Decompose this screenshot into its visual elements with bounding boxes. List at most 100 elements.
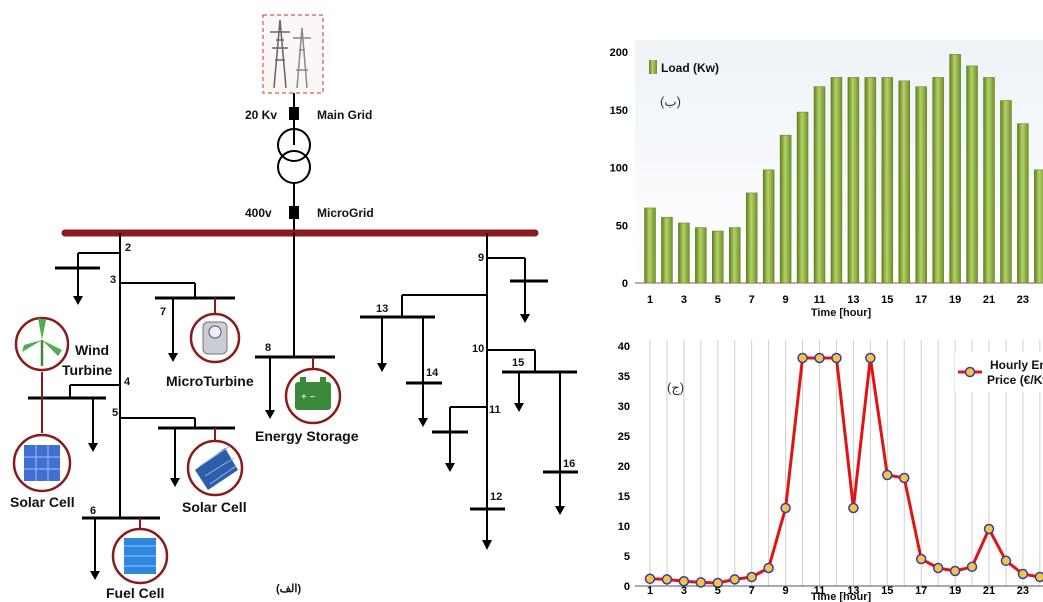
load-y-tick-label: 200: [610, 47, 628, 59]
wind-turbine-label-1: Wind: [75, 342, 109, 358]
grid-voltage: 20 Kv: [245, 108, 277, 122]
load-x-tick-label: 19: [949, 294, 961, 306]
price-marker: [915, 553, 927, 565]
load-bar: [881, 77, 894, 284]
wind-turbine-label-2: Turbine: [62, 362, 113, 378]
microgrid-breaker: [289, 206, 299, 219]
load-bar: [949, 54, 961, 284]
price-marker: [983, 523, 995, 535]
price-marker: [763, 562, 774, 574]
load-x-tick-label: 3: [681, 294, 687, 306]
load-x-tick-label: 5: [715, 294, 721, 306]
load-x-tick-label: 13: [847, 294, 859, 306]
load-y-tick-label: 50: [616, 220, 628, 232]
bus-13: 13: [376, 303, 388, 315]
wind-turbine-icon: [14, 316, 70, 372]
load-bar: [644, 207, 656, 284]
price-x-tick-label: 21: [983, 585, 995, 597]
single-line-diagram: 20 Kv Main Grid 400v MicroGrid 2 3 7: [10, 14, 578, 601]
microgrid-label: MicroGrid: [317, 206, 374, 220]
price-x-tick-label: 23: [1017, 585, 1029, 597]
load-x-axis-label: Time [hour]: [811, 307, 872, 319]
fuel-cell-icon: [111, 527, 169, 585]
load-bar: [762, 169, 775, 284]
price-legend: Hourly Energy Price (€/Kwh): [955, 352, 1043, 392]
load-panel-label: (ب): [660, 94, 681, 109]
load-bar: [864, 77, 877, 284]
price-marker: [780, 502, 791, 514]
bus-8: 8: [265, 342, 271, 354]
solar-cell-b-label: Solar Cell: [182, 499, 247, 515]
load-bar: [678, 222, 690, 284]
bus-16: 16: [563, 458, 575, 470]
bus-4: 4: [124, 376, 131, 388]
price-x-tick-label: 17: [915, 585, 927, 597]
load-bar: [1034, 169, 1043, 284]
load-x-tick-label: 9: [783, 294, 789, 306]
price-markers: [644, 352, 1043, 589]
load-bar: [847, 77, 860, 284]
price-y-tick-label: 30: [618, 401, 630, 413]
price-marker: [797, 352, 808, 364]
bus-14: 14: [426, 367, 439, 379]
price-marker: [899, 472, 910, 484]
price-legend-line-2: Price (€/Kwh): [987, 373, 1043, 387]
price-x-tick-label: 13: [847, 585, 859, 597]
load-bar: [830, 77, 843, 284]
svg-text:+ −: + −: [301, 392, 316, 403]
load-x-tick-label: 17: [915, 294, 927, 306]
load-bar: [661, 216, 673, 284]
price-x-tick-label: 7: [749, 585, 755, 597]
price-marker: [848, 502, 859, 514]
price-panel-label: (ج): [667, 380, 684, 396]
load-bar: [813, 86, 826, 284]
bus-9: 9: [478, 252, 484, 264]
load-bar: [983, 77, 995, 284]
price-x-tick-label: 1: [647, 585, 653, 597]
load-bar: [1000, 100, 1012, 284]
price-marker: [729, 574, 740, 585]
price-marker: [678, 575, 690, 587]
solar-cell-a-icon: [12, 433, 72, 493]
price-marker: [1017, 568, 1029, 580]
load-bar: [745, 192, 758, 284]
load-x-tick-label: 21: [983, 294, 995, 306]
price-marker: [949, 565, 961, 577]
price-marker: [882, 469, 893, 481]
energy-storage-icon: + −: [284, 367, 342, 425]
bus-5: 5: [112, 407, 118, 419]
load-bar: [695, 227, 707, 284]
price-y-tick-label: 5: [624, 551, 630, 563]
load-y-tick-label: 150: [610, 105, 628, 117]
diagram-panel-label: (الف): [276, 583, 301, 595]
price-y-tick-label: 15: [618, 491, 630, 503]
energy-storage-label: Energy Storage: [255, 428, 359, 444]
bus-10: 10: [472, 343, 484, 355]
price-marker: [746, 571, 757, 583]
price-marker: [1000, 555, 1012, 567]
price-grid: [649, 340, 1041, 586]
price-marker: [712, 577, 724, 589]
bus-6: 6: [90, 505, 96, 517]
bus-15: 15: [512, 357, 524, 369]
price-x-tick-label: 15: [881, 585, 893, 597]
price-x-tick-label: 3: [681, 585, 687, 597]
fuel-cell-label: Fuel Cell: [106, 585, 164, 601]
price-marker: [661, 574, 673, 585]
load-legend-swatch: [649, 60, 657, 74]
price-marker: [644, 573, 656, 585]
price-x-tick-label: 11: [814, 585, 826, 597]
load-legend-label: Load (Kw): [661, 61, 719, 75]
bus-2: 2: [125, 242, 131, 254]
bus-12: 12: [490, 491, 502, 503]
load-x-tick-label: 11: [814, 294, 826, 306]
price-y-tick-label: 35: [618, 371, 630, 383]
bus-3: 3: [110, 274, 116, 286]
grid-breaker: [289, 107, 299, 120]
price-x-tick-label: 19: [949, 585, 961, 597]
load-x-tick-label: 15: [881, 294, 893, 306]
